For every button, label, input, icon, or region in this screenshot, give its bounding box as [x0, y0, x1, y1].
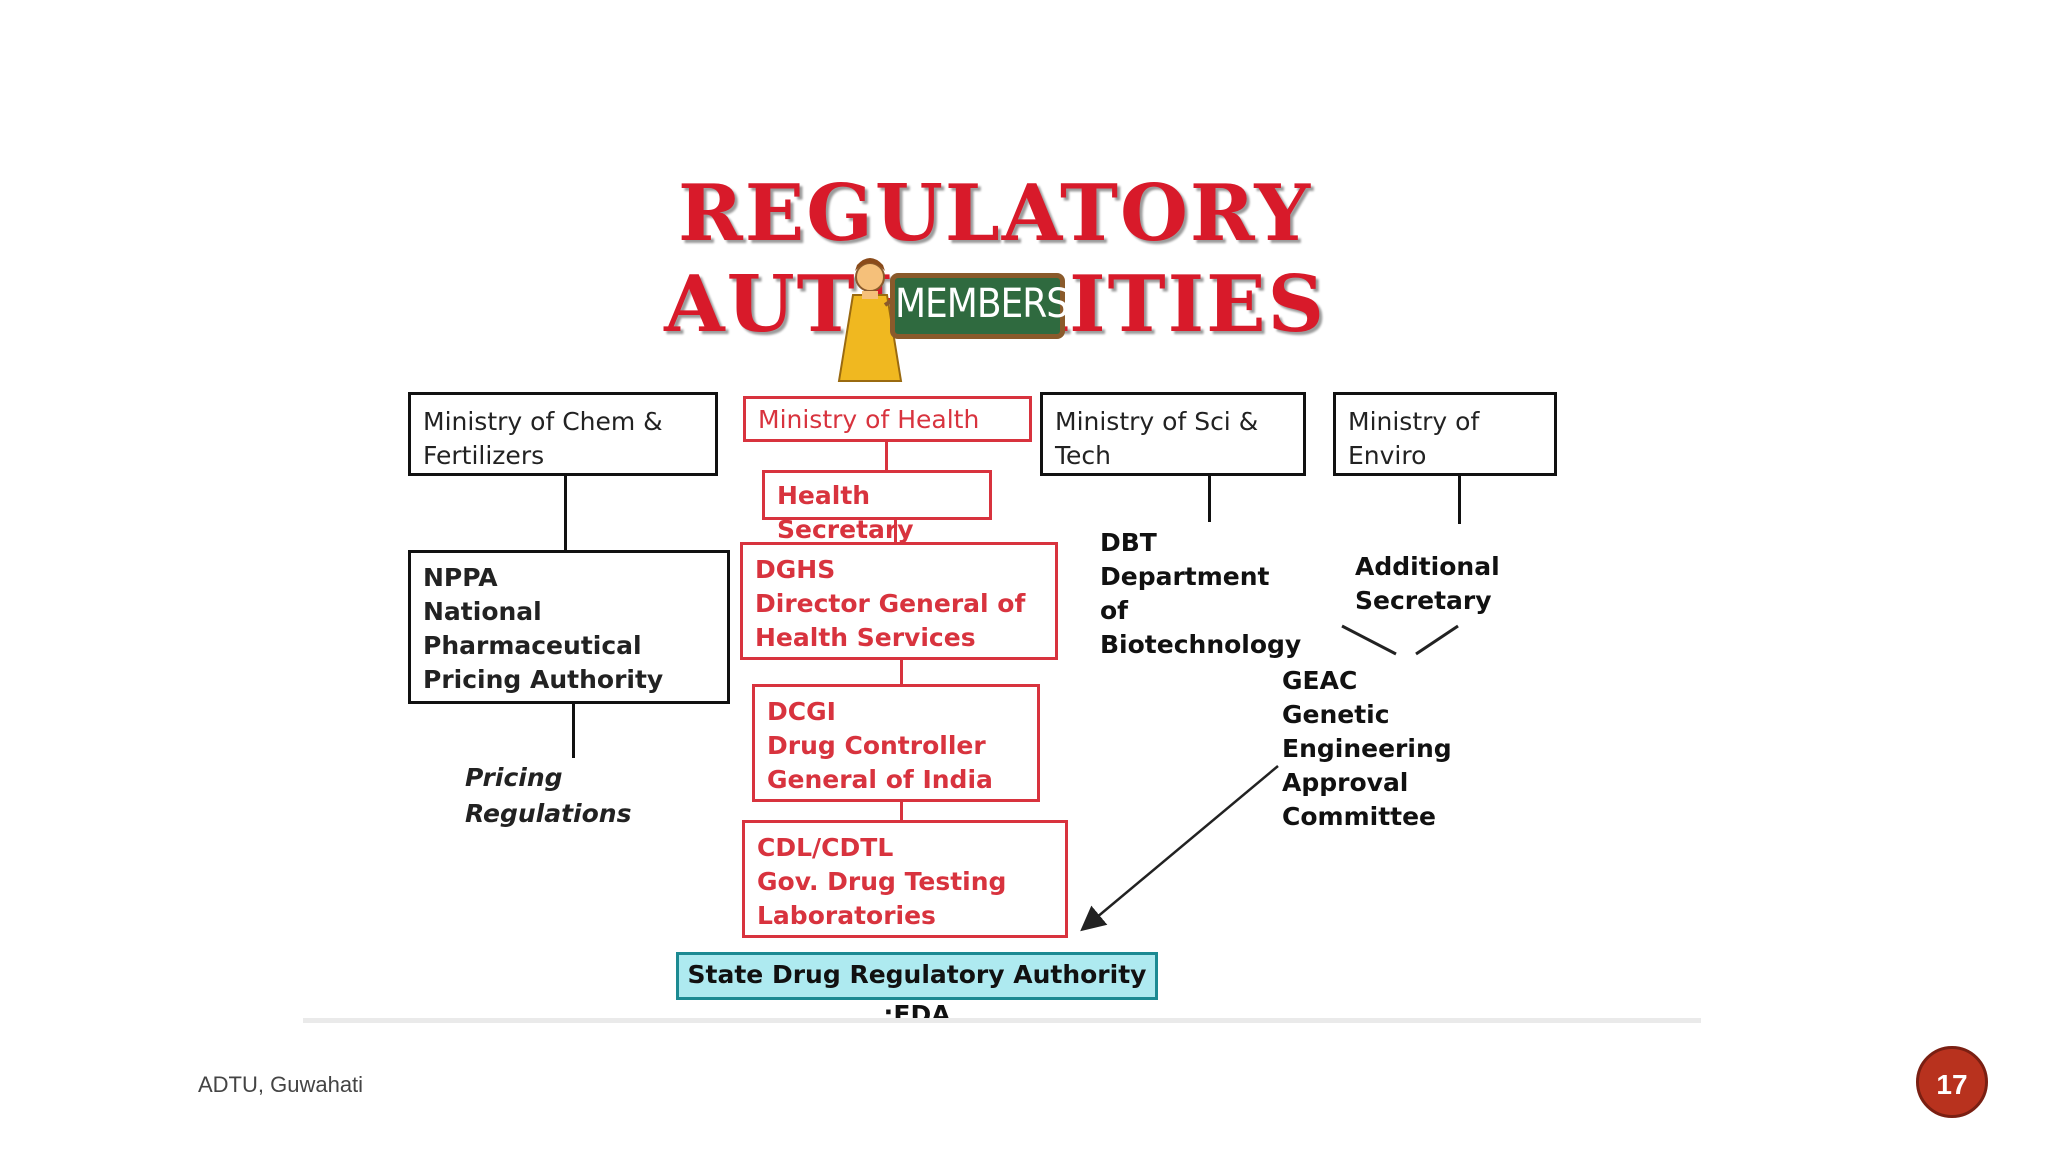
- dbt-abbr: DBT: [1100, 528, 1157, 557]
- geac-text: GEAC Genetic Engineering Approval Commit…: [1282, 664, 1552, 834]
- ministry-scitech-label: Ministry of Sci & Tech: [1055, 407, 1259, 470]
- cdl-full: Gov. Drug Testing Laboratories: [757, 867, 1007, 930]
- ministry-enviro-label: Ministry of Enviro: [1348, 407, 1480, 470]
- dghs-full: Director General of Health Services: [755, 589, 1026, 652]
- connector-scitech-dbt: [1208, 476, 1211, 522]
- ministry-health-label: Ministry of Health: [758, 405, 980, 434]
- connector-secretary-dghs: [894, 520, 897, 544]
- ministry-scitech-box: Ministry of Sci & Tech: [1040, 392, 1306, 476]
- pricing-regulations-text: Pricing Regulations: [465, 763, 632, 828]
- dcgi-box: DCGI Drug Controller General of India: [752, 684, 1040, 802]
- page-number-badge: 17: [1916, 1046, 1988, 1118]
- ministry-health-box: Ministry of Health: [743, 396, 1032, 442]
- dcgi-abbr: DCGI: [767, 697, 836, 726]
- connector-chem-nppa: [564, 476, 567, 552]
- geac-abbr: GEAC: [1282, 666, 1358, 695]
- nppa-box: NPPA National Pharmaceutical Pricing Aut…: [408, 550, 730, 704]
- ministry-chem-box: Ministry of Chem & Fertilizers: [408, 392, 718, 476]
- fda-label: State Drug Regulatory Authority :FDA: [687, 960, 1147, 1029]
- addsec-left-stroke: [1341, 624, 1397, 656]
- geac-full: Genetic Engineering Approval Committee: [1282, 700, 1452, 831]
- addsec-right-stroke: [1415, 624, 1459, 656]
- fda-box: State Drug Regulatory Authority :FDA: [676, 952, 1158, 1029]
- health-secretary-label: Health Secretary: [777, 481, 914, 544]
- ministry-chem-label: Ministry of Chem & Fertilizers: [423, 407, 663, 470]
- connector-dghs-dcgi: [900, 660, 903, 684]
- ministry-enviro-box: Ministry of Enviro: [1333, 392, 1557, 476]
- connector-dcgi-cdl: [900, 802, 903, 822]
- connector-nppa-pricing: [572, 704, 575, 758]
- cdl-abbr: CDL/CDTL: [757, 833, 894, 862]
- members-illustration: MEMBERS: [835, 255, 1070, 385]
- nppa-abbr: NPPA: [423, 563, 498, 592]
- cdl-box: CDL/CDTL Gov. Drug Testing Laboratories: [742, 820, 1068, 938]
- dbt-text: DBT Department of Biotechnology: [1100, 526, 1302, 662]
- dghs-box: DGHS Director General of Health Services: [740, 542, 1058, 660]
- health-secretary-box: Health Secretary: [762, 470, 992, 544]
- footer-divider: [303, 1018, 1701, 1023]
- footer-text: ADTU, Guwahati: [198, 1072, 364, 1097]
- geac-to-cdl-arrow: [1080, 765, 1279, 932]
- dghs-abbr: DGHS: [755, 555, 836, 584]
- connector-enviro-addsec: [1458, 476, 1461, 524]
- dcgi-full: Drug Controller General of India: [767, 731, 993, 794]
- nppa-full: National Pharmaceutical Pricing Authorit…: [423, 597, 664, 694]
- members-sign: MEMBERS: [890, 273, 1069, 339]
- connector-health-secretary: [885, 442, 888, 472]
- additional-secretary-text: Additional Secretary: [1355, 552, 1500, 615]
- dbt-full: Department of Biotechnology: [1100, 562, 1302, 659]
